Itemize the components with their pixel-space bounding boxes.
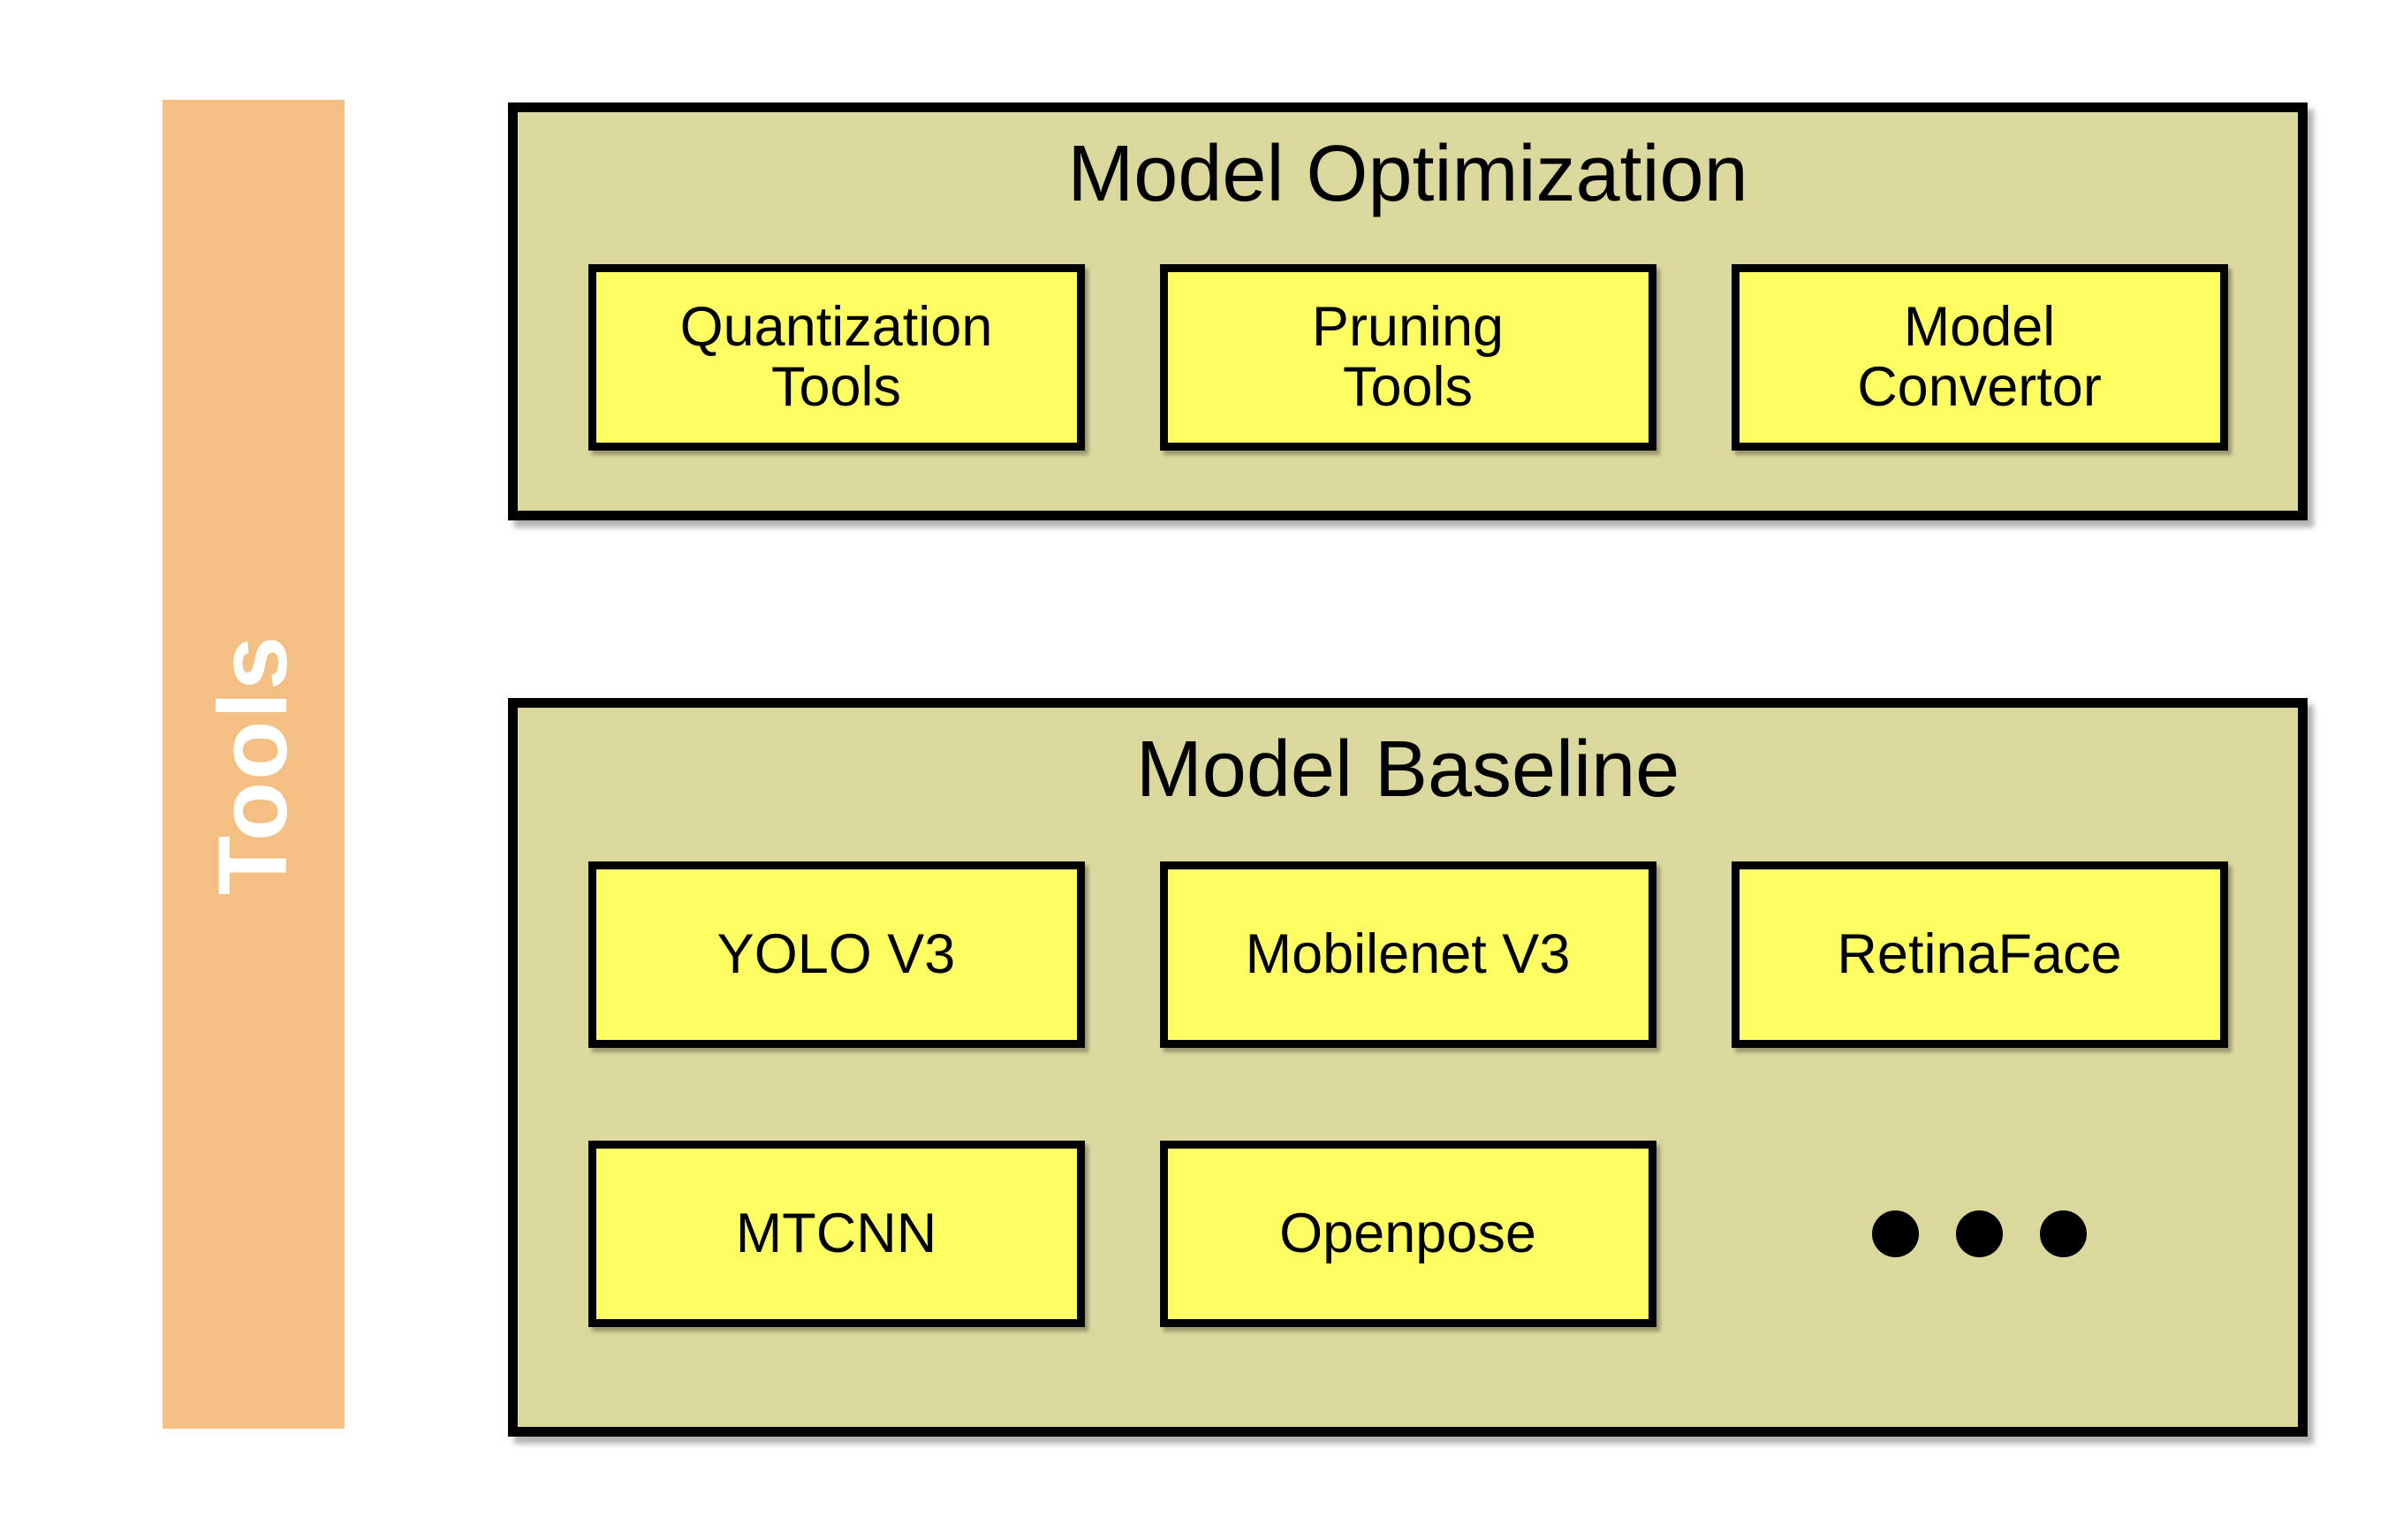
tools-sidebar: Tools — [163, 100, 345, 1429]
baseline-models-row-2: MTCNN Openpose — [518, 1141, 2298, 1327]
node-model-convertor: Model Convertor — [1731, 264, 2228, 451]
model-baseline-title: Model Baseline — [1135, 725, 1680, 814]
tools-sidebar-label: Tools — [199, 633, 308, 895]
node-quantization-tools: Quantization Tools — [587, 264, 1085, 451]
more-models-ellipsis — [1732, 1141, 2228, 1327]
baseline-models-row-1: YOLO V3 Mobilenet V3 RetinaFace — [518, 861, 2298, 1048]
model-optimization-panel: Model Optimization Quantization Tools Pr… — [508, 102, 2308, 520]
node-mobilenet-v3: Mobilenet V3 — [1159, 861, 1656, 1048]
node-pruning-tools: Pruning Tools — [1159, 264, 1656, 451]
model-optimization-title: Model Optimization — [1067, 130, 1748, 218]
model-baseline-panel: Model Baseline YOLO V3 Mobilenet V3 Reti… — [508, 698, 2308, 1437]
three-dots-icon — [1956, 1210, 2003, 1257]
node-mtcnn: MTCNN — [587, 1141, 1085, 1327]
three-dots-icon — [1872, 1210, 1919, 1257]
node-openpose: Openpose — [1159, 1141, 1656, 1327]
node-yolo-v3: YOLO V3 — [587, 861, 1085, 1048]
three-dots-icon — [2040, 1210, 2087, 1257]
optimization-tools-row: Quantization Tools Pruning Tools Model C… — [518, 264, 2298, 451]
node-retinaface: RetinaFace — [1731, 861, 2228, 1048]
